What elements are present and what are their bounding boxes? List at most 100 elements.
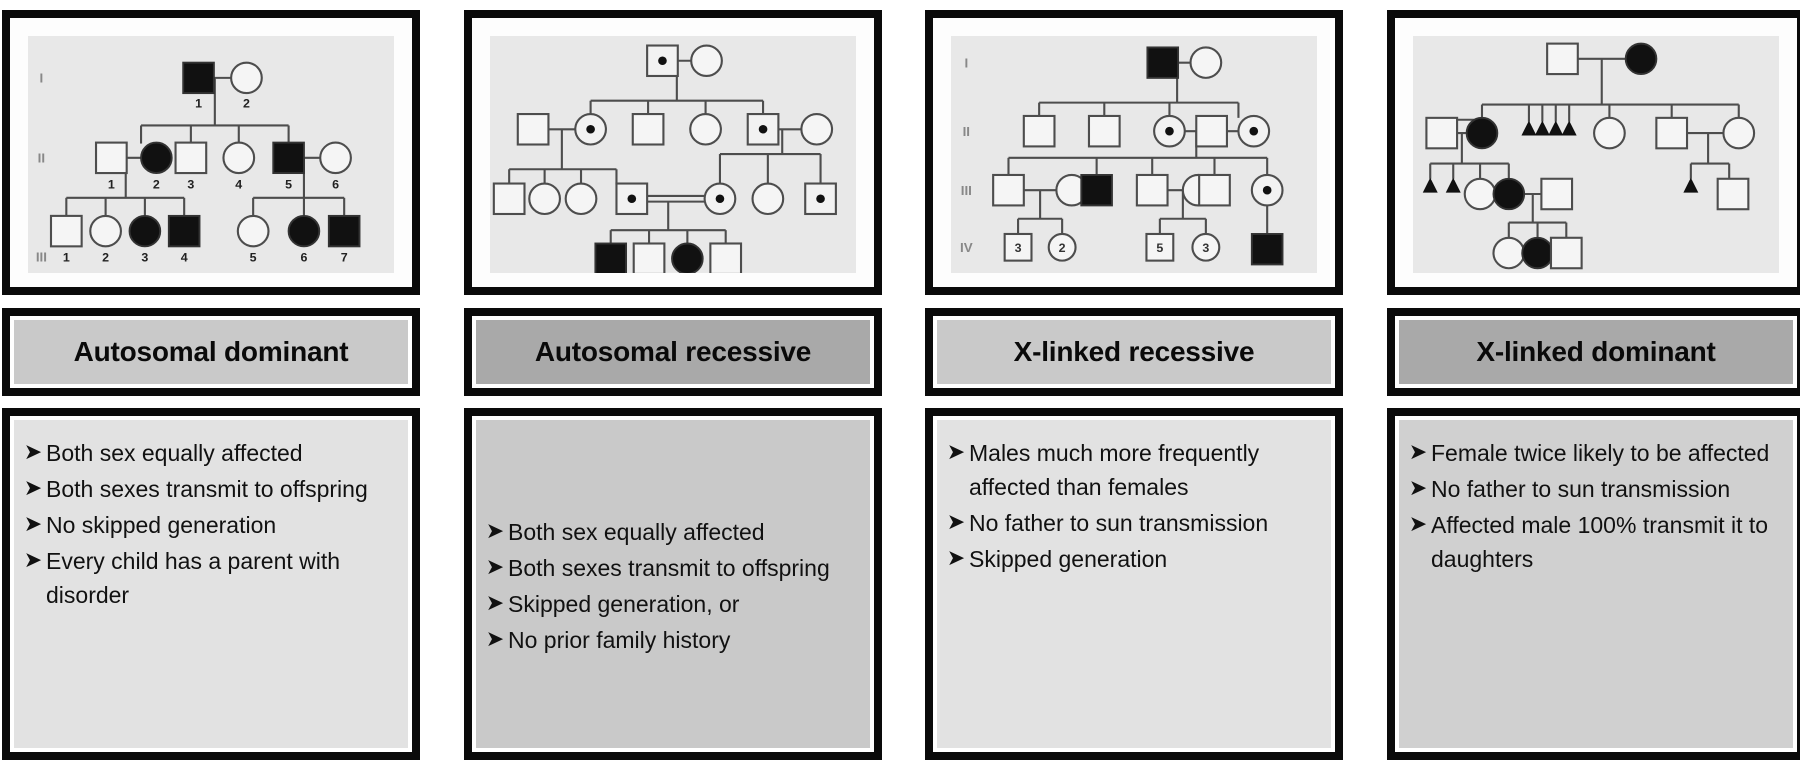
bullets-box-autosomal-dominant: ➤ Both sex equally affected ➤ Both sexes… bbox=[2, 408, 420, 760]
bullets-list-autosomal-dominant: ➤ Both sex equally affected ➤ Both sexes… bbox=[14, 420, 408, 748]
svg-text:3: 3 bbox=[1202, 241, 1209, 255]
pedigree-diagram-autosomal-recessive bbox=[492, 44, 837, 273]
title-text-x-linked-dominant: X-linked dominant bbox=[1399, 320, 1793, 384]
arrow-bullet-icon: ➤ bbox=[1408, 440, 1428, 465]
arrow-bullet-icon: ➤ bbox=[23, 476, 43, 501]
bullet-item: ➤ Female twice likely to be affected bbox=[1405, 436, 1783, 470]
arrow-bullet-icon: ➤ bbox=[1408, 512, 1428, 537]
pedigree-diagram-autosomal-dominant: 1 2 1 2 3 4 5 6 1 2 3 4 5 6 7 bbox=[36, 61, 361, 265]
title-text-x-linked-recessive: X-linked recessive bbox=[937, 320, 1331, 384]
bullet-label: Males much more frequently affected than… bbox=[969, 440, 1260, 500]
bullet-item: ➤ Males much more frequently affected th… bbox=[943, 436, 1321, 504]
bullet-label: Female twice likely to be affected bbox=[1431, 440, 1770, 466]
svg-text:III: III bbox=[36, 250, 47, 265]
bullet-label: No father to sun transmission bbox=[969, 510, 1269, 536]
svg-text:2: 2 bbox=[243, 96, 250, 110]
bullet-item: ➤ Skipped generation bbox=[943, 542, 1321, 576]
pedigree-diagram-x-linked-dominant bbox=[1422, 42, 1756, 270]
svg-text:II: II bbox=[963, 124, 970, 139]
svg-text:3: 3 bbox=[187, 177, 194, 191]
title-box-autosomal-recessive: Autosomal recessive bbox=[464, 308, 882, 396]
arrow-bullet-icon: ➤ bbox=[23, 440, 43, 465]
pedigree-diagram-x-linked-recessive: 3 2 5 3 I II III IV bbox=[960, 46, 1284, 266]
bullet-label: Both sexes transmit to offspring bbox=[46, 476, 368, 502]
bullets-box-x-linked-dominant: ➤ Female twice likely to be affected ➤ N… bbox=[1387, 408, 1800, 760]
pedigree-canvas-autosomal-dominant: 1 2 1 2 3 4 5 6 1 2 3 4 5 6 7 bbox=[28, 36, 394, 273]
title-box-x-linked-recessive: X-linked recessive bbox=[925, 308, 1343, 396]
arrow-bullet-icon: ➤ bbox=[946, 546, 966, 571]
arrow-bullet-icon: ➤ bbox=[1408, 476, 1428, 501]
arrow-bullet-icon: ➤ bbox=[485, 519, 505, 544]
svg-text:IV: IV bbox=[960, 240, 973, 255]
svg-text:3: 3 bbox=[141, 251, 148, 265]
svg-text:III: III bbox=[961, 183, 972, 198]
bullets-list-x-linked-dominant: ➤ Female twice likely to be affected ➤ N… bbox=[1399, 420, 1793, 748]
bullet-item: ➤ Affected male 100% transmit it to daug… bbox=[1405, 508, 1783, 576]
pedigree-frame-x-linked-dominant bbox=[1387, 10, 1800, 295]
bullet-item: ➤ Both sex equally affected bbox=[20, 436, 398, 470]
pedigree-frame-x-linked-recessive: 3 2 5 3 I II III IV bbox=[925, 10, 1343, 295]
column-x-linked-recessive: 3 2 5 3 I II III IV X-linked recessive bbox=[925, 0, 1349, 768]
pedigree-canvas-x-linked-recessive: 3 2 5 3 I II III IV bbox=[951, 36, 1317, 273]
svg-text:4: 4 bbox=[235, 177, 242, 191]
bullet-item: ➤ No father to sun transmission bbox=[943, 506, 1321, 540]
svg-text:1: 1 bbox=[108, 177, 115, 191]
bullet-label: Every child has a parent with disorder bbox=[46, 548, 341, 608]
bullet-label: Both sexes transmit to offspring bbox=[508, 555, 830, 581]
pedigree-canvas-x-linked-dominant bbox=[1413, 36, 1779, 273]
bullet-label: No father to sun transmission bbox=[1431, 476, 1731, 502]
arrow-bullet-icon: ➤ bbox=[23, 548, 43, 573]
svg-text:4: 4 bbox=[181, 251, 188, 265]
arrow-bullet-icon: ➤ bbox=[23, 512, 43, 537]
svg-text:1: 1 bbox=[195, 96, 202, 110]
bullet-item: ➤ Every child has a parent with disorder bbox=[20, 544, 398, 612]
bullets-box-x-linked-recessive: ➤ Males much more frequently affected th… bbox=[925, 408, 1343, 760]
pedigree-canvas-autosomal-recessive bbox=[490, 36, 856, 273]
svg-text:I: I bbox=[40, 71, 44, 86]
bullet-label: Affected male 100% transmit it to daught… bbox=[1431, 512, 1769, 572]
column-autosomal-recessive: Autosomal recessive ➤ Both sex equally a… bbox=[464, 0, 888, 768]
pedigree-frame-autosomal-recessive bbox=[464, 10, 882, 295]
title-box-x-linked-dominant: X-linked dominant bbox=[1387, 308, 1800, 396]
arrow-bullet-icon: ➤ bbox=[946, 510, 966, 535]
svg-text:5: 5 bbox=[1156, 241, 1163, 255]
bullet-label: Both sex equally affected bbox=[508, 519, 765, 545]
column-x-linked-dominant: X-linked dominant ➤ Female twice likely … bbox=[1387, 0, 1800, 768]
column-autosomal-dominant: 1 2 1 2 3 4 5 6 1 2 3 4 5 6 7 bbox=[2, 0, 426, 768]
svg-text:7: 7 bbox=[341, 251, 348, 265]
bullets-box-autosomal-recessive: ➤ Both sex equally affected ➤ Both sexes… bbox=[464, 408, 882, 760]
svg-text:2: 2 bbox=[153, 177, 160, 191]
title-box-autosomal-dominant: Autosomal dominant bbox=[2, 308, 420, 396]
title-text-autosomal-dominant: Autosomal dominant bbox=[14, 320, 408, 384]
svg-text:II: II bbox=[38, 151, 45, 166]
arrow-bullet-icon: ➤ bbox=[485, 627, 505, 652]
bullet-item: ➤ No prior family history bbox=[482, 623, 860, 657]
bullet-item: ➤ No skipped generation bbox=[20, 508, 398, 542]
bullet-item: ➤ No father to sun transmission bbox=[1405, 472, 1783, 506]
svg-text:2: 2 bbox=[1059, 241, 1066, 255]
svg-text:1: 1 bbox=[63, 251, 70, 265]
arrow-bullet-icon: ➤ bbox=[485, 591, 505, 616]
svg-text:6: 6 bbox=[300, 251, 307, 265]
bullets-list-x-linked-recessive: ➤ Males much more frequently affected th… bbox=[937, 420, 1331, 748]
svg-text:5: 5 bbox=[250, 251, 257, 265]
bullet-label: No prior family history bbox=[508, 627, 731, 653]
bullet-label: Both sex equally affected bbox=[46, 440, 303, 466]
bullets-list-autosomal-recessive: ➤ Both sex equally affected ➤ Both sexes… bbox=[476, 420, 870, 748]
arrow-bullet-icon: ➤ bbox=[946, 440, 966, 465]
svg-text:2: 2 bbox=[102, 251, 109, 265]
svg-text:5: 5 bbox=[285, 177, 292, 191]
bullet-item: ➤ Both sexes transmit to offspring bbox=[482, 551, 860, 585]
bullet-item: ➤ Both sexes transmit to offspring bbox=[20, 472, 398, 506]
svg-text:I: I bbox=[964, 55, 968, 70]
pedigree-frame-autosomal-dominant: 1 2 1 2 3 4 5 6 1 2 3 4 5 6 7 bbox=[2, 10, 420, 295]
arrow-bullet-icon: ➤ bbox=[485, 555, 505, 580]
bullet-item: ➤ Skipped generation, or bbox=[482, 587, 860, 621]
bullet-item: ➤ Both sex equally affected bbox=[482, 515, 860, 549]
bullet-label: No skipped generation bbox=[46, 512, 277, 538]
svg-text:3: 3 bbox=[1015, 241, 1022, 255]
bullet-label: Skipped generation bbox=[969, 546, 1168, 572]
svg-text:6: 6 bbox=[332, 177, 339, 191]
bullet-label: Skipped generation, or bbox=[508, 591, 740, 617]
